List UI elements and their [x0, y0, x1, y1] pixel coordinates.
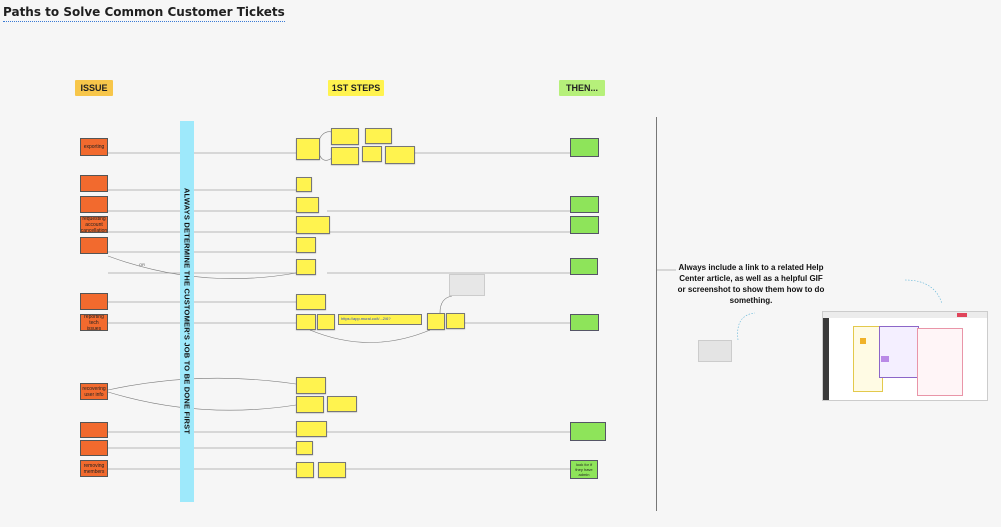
issue-sticky[interactable] [80, 237, 108, 254]
issue-sticky[interactable] [80, 196, 108, 213]
step-sticky[interactable] [331, 147, 359, 165]
or-label: OR [139, 262, 145, 267]
section-divider [656, 117, 657, 511]
example-screenshot[interactable] [822, 311, 988, 401]
step-sticky[interactable] [296, 237, 316, 253]
issue-header: ISSUE [75, 80, 113, 96]
banner-text: ALWAYS DETERMINE THE CUSTOMER'S JOB TO B… [182, 187, 192, 435]
help-article-thumbnail[interactable] [698, 340, 732, 362]
step-sticky[interactable] [296, 377, 326, 394]
issue-removing-members[interactable]: removing members [80, 460, 108, 477]
then-sticky[interactable] [570, 258, 598, 275]
step-sticky[interactable] [427, 313, 445, 330]
help-center-reminder: Always include a link to a related Help … [677, 263, 825, 305]
step-sticky[interactable] [365, 128, 392, 144]
then-sticky[interactable] [570, 138, 599, 157]
issue-sticky[interactable] [80, 175, 108, 192]
step-sticky[interactable] [362, 146, 382, 162]
step-sticky[interactable] [296, 177, 312, 192]
step-sticky[interactable] [385, 146, 415, 164]
screenshot-thumbnail[interactable] [449, 274, 485, 296]
board-title: Paths to Solve Common Customer Tickets [3, 5, 285, 22]
first-steps-header: 1ST STEPS [328, 80, 384, 96]
job-to-be-done-banner [180, 121, 194, 502]
step-sticky[interactable] [296, 259, 316, 275]
then-sticky[interactable] [570, 314, 599, 331]
step-sticky[interactable] [296, 314, 316, 330]
issue-sticky[interactable] [80, 422, 108, 438]
then-sticky[interactable] [570, 216, 599, 234]
step-sticky[interactable] [327, 396, 357, 412]
help-center-link-note[interactable]: https://app.mural.co/t/...2/6? [338, 314, 422, 325]
issue-recover-user-info[interactable]: recovering user info [80, 383, 108, 400]
step-sticky[interactable] [296, 421, 327, 437]
issue-sticky[interactable] [80, 293, 108, 310]
step-sticky[interactable] [296, 216, 330, 234]
step-sticky[interactable] [296, 462, 314, 478]
then-admin-permissions[interactable]: look for if they have admin permissions [570, 460, 598, 479]
issue-account-cancellation[interactable]: requesting account cancellation [80, 216, 108, 233]
step-sticky[interactable] [296, 396, 324, 413]
step-sticky[interactable] [296, 441, 313, 455]
issue-exporting[interactable]: exporting [80, 138, 108, 156]
step-sticky[interactable] [296, 138, 320, 160]
step-sticky[interactable] [317, 314, 335, 330]
step-sticky[interactable] [296, 197, 319, 213]
step-sticky[interactable] [318, 462, 346, 478]
step-sticky[interactable] [331, 128, 359, 145]
issue-sticky[interactable] [80, 440, 108, 456]
issue-tech-issues[interactable]: reporting tech issues [80, 314, 108, 331]
step-sticky[interactable] [296, 294, 326, 310]
then-header: THEN... [559, 80, 605, 96]
step-sticky[interactable] [446, 313, 465, 329]
then-sticky[interactable] [570, 196, 599, 213]
then-sticky[interactable] [570, 422, 606, 441]
